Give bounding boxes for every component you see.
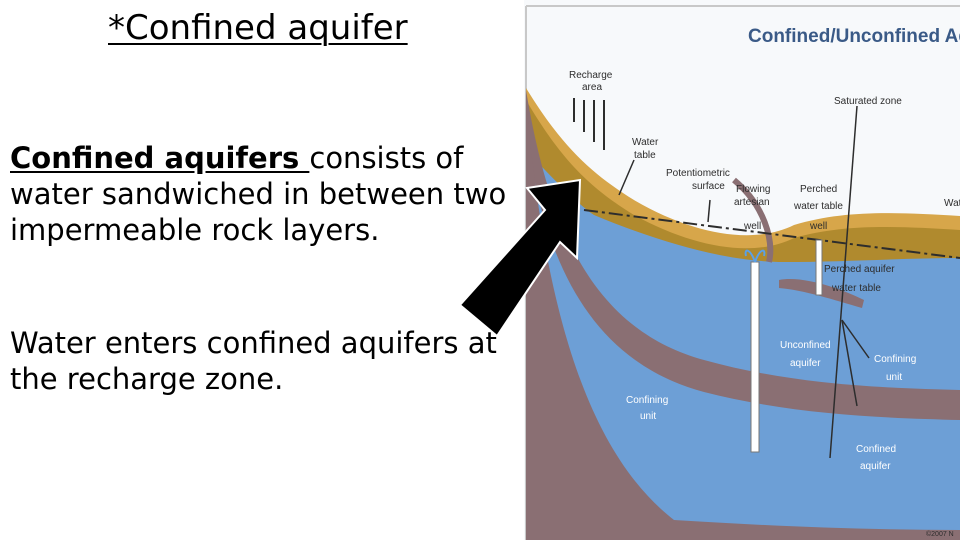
label-confining-right-1: Confining <box>874 354 916 365</box>
aquifer-diagram: Confined/Unconfined Aquifers Recharge ar… <box>524 0 960 540</box>
label-saturated-zone: Saturated zone <box>834 96 902 107</box>
label-potentiometric-1: Potentiometric <box>666 168 730 179</box>
label-recharge-1: Recharge <box>569 70 613 81</box>
unconfined-aquifer-layer <box>526 150 960 540</box>
label-confining-left-2: unit <box>640 411 656 422</box>
recharge-arrows <box>573 98 605 150</box>
label-perched-2: water table <box>793 201 843 212</box>
label-confining-right-2: unit <box>886 372 902 383</box>
label-confined-1: Confined <box>856 444 896 455</box>
label-copyright: ©2007 N <box>926 530 954 538</box>
label-perched-3: well <box>809 221 827 232</box>
label-edge-water: Wate <box>944 198 960 209</box>
label-unconfined-2: aquifer <box>790 358 821 369</box>
confining-unit-bottom <box>674 520 960 540</box>
label-confining-left-1: Confining <box>626 395 668 406</box>
label-perched-aquifer-2: water table <box>831 283 881 294</box>
recharge-paragraph: Water enters confined aquifers at the re… <box>10 326 497 396</box>
label-flowing-1: Flowing <box>736 184 770 195</box>
label-perched-1: Perched <box>800 184 837 195</box>
label-water-table-2: table <box>634 150 656 161</box>
slide-title: *Confined aquifer <box>108 8 408 48</box>
diagram-title: Confined/Unconfined Aquifers <box>748 26 960 47</box>
label-confined-2: aquifer <box>860 461 891 472</box>
definition-term: Confined aquifers <box>10 141 310 175</box>
confining-unit-upper <box>526 90 960 420</box>
label-flowing-2: artesian <box>734 197 770 208</box>
definition-text: consists of water sandwiched in between … <box>10 141 507 247</box>
callout-lines <box>618 105 870 459</box>
flowing-artesian-well <box>750 261 760 453</box>
hill-outline <box>732 177 774 263</box>
label-water-table-1: Water <box>632 137 659 148</box>
label-perched-aquifer-1: Perched aquifer <box>824 264 895 275</box>
potentiometric-line <box>583 209 960 259</box>
definition-paragraph: Confined aquifers consists of water sand… <box>10 140 510 248</box>
confining-unit-lower-left <box>526 100 674 540</box>
label-recharge-2: area <box>582 82 602 93</box>
label-flowing-3: well <box>743 221 761 232</box>
artesian-spray-icon <box>744 249 766 263</box>
label-potentiometric-2: surface <box>692 181 725 192</box>
label-unconfined-1: Unconfined <box>780 340 831 351</box>
perched-water-table-well <box>815 239 823 296</box>
